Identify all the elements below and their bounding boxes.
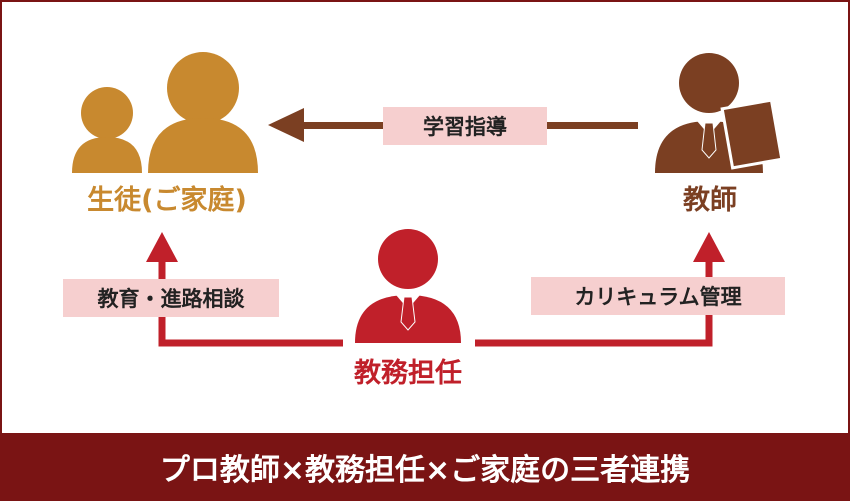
instruction-label: 学習指導 (383, 107, 547, 145)
homeroom-label: 教務担任 (354, 358, 462, 389)
footer-text: プロ教師×教務担任×ご家庭の三者連携 (159, 453, 691, 488)
guidance-label: 教育・進路相談 (63, 279, 279, 317)
student-label: 生徒(ご家庭) (87, 185, 247, 216)
teacher-with-document-icon (655, 53, 784, 173)
teacher-label: 教師 (683, 185, 737, 216)
curriculum-label: カリキュラム管理 (531, 277, 785, 315)
person-with-tie-icon (355, 229, 461, 343)
family-icon (72, 52, 258, 173)
footer-banner: プロ教師×教務担任×ご家庭の三者連携 (0, 433, 850, 501)
